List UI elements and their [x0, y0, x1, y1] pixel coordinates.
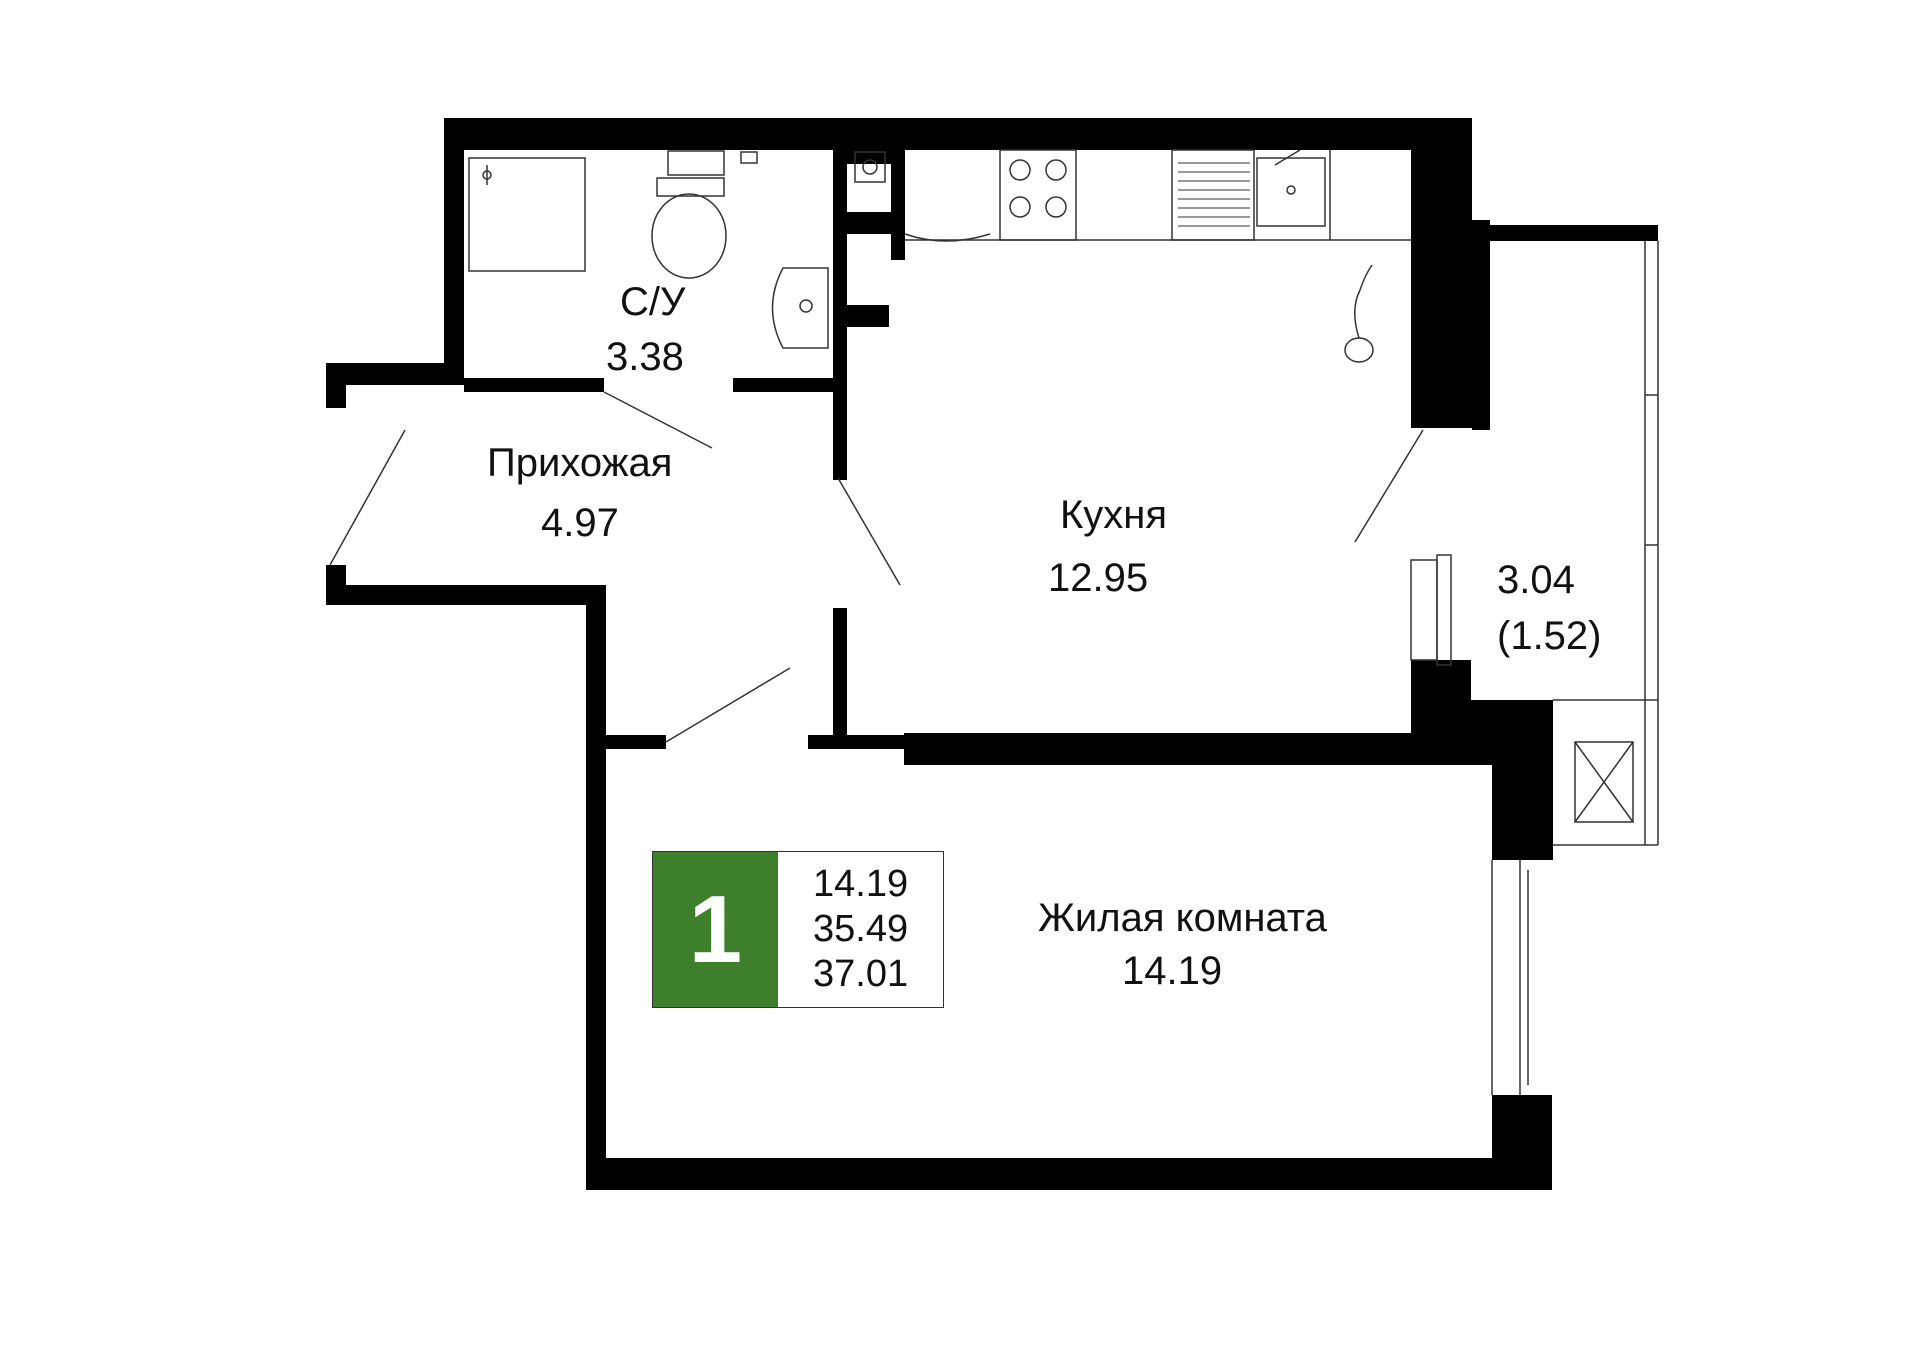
wall-bath-left	[444, 118, 464, 378]
wall-hall-to-living	[586, 585, 606, 750]
apartment-summary-badge: 1 14.19 35.49 37.01	[652, 851, 944, 1008]
wall-right-bottom	[1492, 1095, 1552, 1190]
door-balcony	[1354, 429, 1424, 543]
bathroom-area: 3.38	[606, 335, 684, 379]
door-kitchen	[837, 477, 901, 586]
wall-living-bottom	[586, 1158, 1552, 1190]
wall-bath-kitchen	[833, 150, 847, 480]
summary-total-area: 35.49	[813, 908, 909, 950]
wall-living-top-left	[606, 735, 666, 749]
wall-niche-top	[833, 150, 905, 164]
wall-living-left	[586, 735, 606, 1190]
balcony-area: 3.04	[1497, 558, 1575, 602]
room-count-badge: 1	[653, 852, 778, 1007]
wall-right-upper	[1411, 118, 1472, 428]
stove	[999, 149, 1077, 241]
wall-bath-bottom-left	[464, 378, 604, 392]
summary-total-with-balcony: 37.01	[813, 953, 909, 995]
kitchen-area: 12.95	[1048, 556, 1149, 600]
wall-right-upper-edge	[1472, 220, 1490, 430]
wall-balcony-top	[1472, 225, 1658, 241]
kitchen-name: Кухня	[1060, 493, 1168, 537]
shower-tray	[468, 157, 586, 272]
wall-top	[444, 118, 1472, 150]
living-area: 14.19	[1122, 949, 1223, 993]
toilet-tank	[667, 150, 725, 176]
hall-area: 4.97	[541, 501, 619, 545]
wall-bath-bottom-right	[733, 378, 833, 392]
door-bath	[603, 391, 713, 449]
summary-living-area: 14.19	[813, 863, 909, 905]
toilet-bowl	[651, 193, 727, 279]
bathroom-name: С/У	[620, 280, 686, 324]
door-entrance	[329, 429, 406, 566]
drainboard-ribs	[1178, 162, 1250, 227]
hall-name: Прихожая	[487, 441, 673, 485]
washbasin	[771, 267, 829, 349]
wall-bath-stub	[847, 305, 889, 327]
area-summary: 14.19 35.49 37.01	[813, 862, 908, 997]
vent-box	[1574, 741, 1634, 823]
boiler	[854, 151, 886, 183]
sink-drainboard	[1171, 149, 1255, 241]
walls	[326, 118, 1658, 1190]
wall-right-lower-block	[1411, 660, 1471, 765]
cat-decor	[1344, 337, 1374, 363]
wall-hall-top-left	[326, 363, 464, 385]
balcony-door-frame	[1410, 559, 1438, 661]
wall-hall-bottom	[326, 585, 606, 605]
wall-niche-right	[891, 150, 905, 260]
living-name: Жилая комната	[1038, 896, 1327, 940]
wall-niche-mid	[840, 212, 896, 234]
kitchen-sink	[1256, 157, 1326, 227]
thin-lines	[329, 149, 1659, 1095]
wall-hall-left-stub-top	[326, 363, 346, 408]
wall-right-lower	[1492, 700, 1553, 860]
balcony-reduced-area: (1.52)	[1497, 614, 1602, 658]
wall-hall-kitchen-lower	[833, 608, 847, 743]
wall-living-top-mid	[808, 735, 904, 749]
door-living	[665, 667, 791, 743]
